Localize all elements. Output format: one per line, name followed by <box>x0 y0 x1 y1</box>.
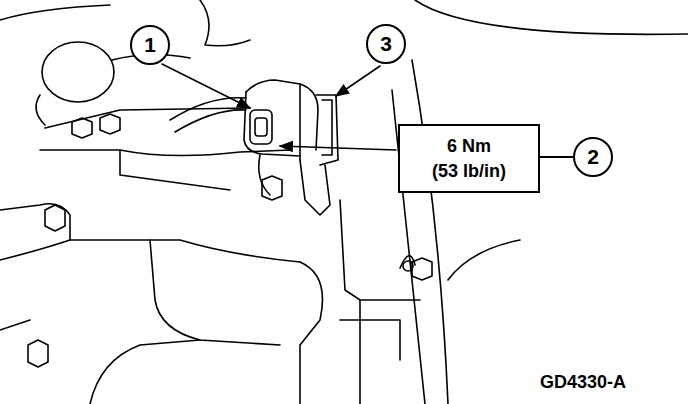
torque-value: 6 Nm (53 lb/in) <box>432 134 506 183</box>
figure-code: GD4330-A <box>540 372 626 393</box>
callout-number: 2 <box>573 137 613 177</box>
torque-box: 6 Nm (53 lb/in) <box>398 124 540 193</box>
callout-number: 3 <box>380 32 392 56</box>
callout-leader <box>540 156 573 158</box>
callout-number: 1 <box>130 25 170 65</box>
callout-number: 1 <box>144 33 156 57</box>
callout-number: 2 <box>587 145 599 169</box>
callout-number: 3 <box>366 24 406 64</box>
